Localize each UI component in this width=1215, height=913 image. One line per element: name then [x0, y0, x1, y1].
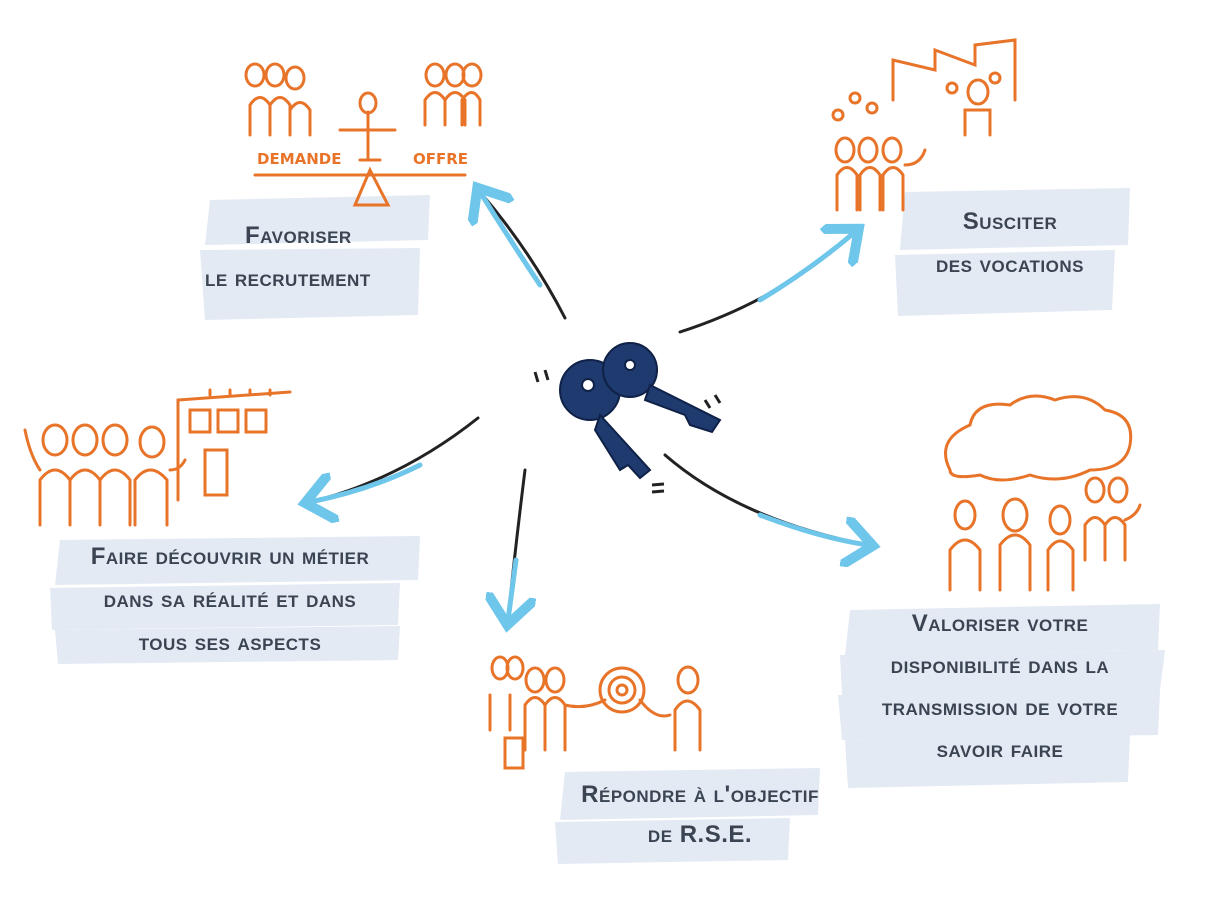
factory-people-icon — [831, 38, 1017, 212]
label-line: Valoriser votre — [911, 610, 1089, 637]
label-favoriser-recrutement: Favoriser le recrutement — [195, 214, 435, 300]
arrows — [310, 192, 868, 620]
label-valoriser-disponibilite: Valoriser votre disponibilité dans la tr… — [840, 603, 1160, 771]
label-line: de R.S.E. — [647, 821, 753, 848]
label-line: Susciter — [962, 208, 1058, 235]
label-line: Répondre à l'objectif — [581, 781, 819, 808]
label-line: Faire découvrir un métier — [90, 543, 370, 570]
label-line: le recrutement — [205, 265, 371, 292]
label-line: dans sa réalité et dans — [103, 586, 357, 613]
label-line: tous ses aspects — [138, 629, 322, 656]
label-repondre-rse: Répondre à l'objectif de R.S.E. — [550, 775, 850, 855]
workers-building-icon — [23, 388, 292, 527]
label-faire-decouvrir: Faire découvrir un métier dans sa réalit… — [40, 535, 420, 664]
label-line: transmission de votre — [881, 694, 1119, 721]
label-line: Favoriser — [245, 222, 352, 249]
label-line: disponibilité dans la — [890, 652, 1110, 679]
offre-tag: OFFRE — [413, 150, 469, 168]
emphasis-marks — [533, 369, 722, 494]
label-line: des vocations — [936, 251, 1084, 278]
label-susciter-vocations: Susciter des vocations — [890, 200, 1130, 286]
people-spiral-icon — [488, 655, 702, 770]
demande-tag: DEMANDE — [257, 150, 342, 168]
speech-bubbles-people-icon — [944, 394, 1142, 592]
keys-icon — [559, 342, 722, 480]
balance-icon — [244, 62, 483, 207]
label-bands — [50, 188, 1165, 864]
label-line: savoir faire — [936, 736, 1064, 763]
